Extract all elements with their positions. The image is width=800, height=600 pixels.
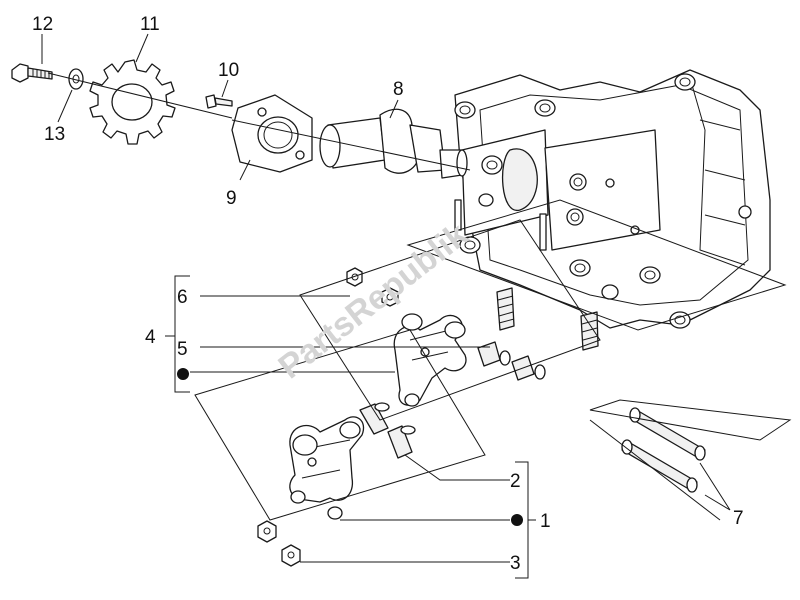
rocker-pins [359,402,416,459]
group-brackets [165,275,536,579]
callout-4: 4 [145,327,156,348]
callout-7: 7 [733,508,744,529]
assembly-outlines [194,199,792,521]
sprocket [89,59,176,145]
dowel-pins [621,407,706,493]
washer [68,68,84,90]
callout-6: 6 [177,287,188,308]
bullet-dot-1 [511,514,523,526]
cylinder-head [454,69,771,351]
callout-5: 5 [177,339,188,360]
adjuster-screws [477,341,546,381]
callout-13: 13 [44,124,65,145]
callout-1: 1 [540,511,551,532]
callout-10: 10 [218,60,239,81]
bolt [11,63,53,83]
callout-12: 12 [32,14,53,35]
camshaft [319,108,468,179]
callout-9: 9 [226,188,237,209]
callout-11: 11 [140,14,160,35]
rocker-arm-upper [393,313,467,407]
lower-nuts [257,520,301,567]
bullet-dot-4 [177,368,189,380]
axis-line [47,72,471,171]
rocker-arm-lower [289,416,365,520]
callout-2: 2 [510,471,521,492]
callout-3: 3 [510,553,521,574]
small-screw [205,94,233,109]
nuts [346,267,399,307]
callout-8: 8 [393,79,404,100]
leader-lines [41,33,731,563]
cover-plate [231,94,313,173]
